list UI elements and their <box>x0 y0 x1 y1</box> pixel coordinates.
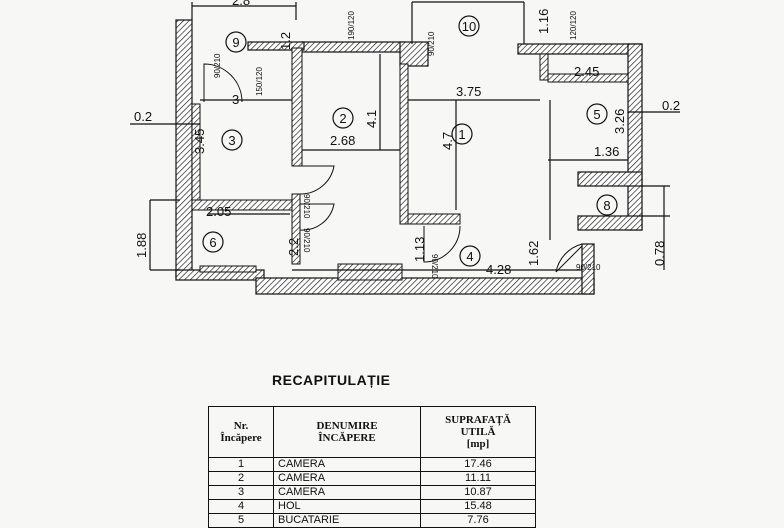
room-2-marker <box>332 107 354 129</box>
room-9-number: 9 <box>232 35 239 50</box>
room-2-number: 2 <box>339 111 346 126</box>
row-name: BUCATARIE <box>273 513 421 528</box>
dim-2-2: 2.2 <box>286 238 301 256</box>
header-area: SUPRAFAȚĂ UTILĂ [mp] <box>420 406 536 458</box>
dim-1-16: 1.16 <box>536 9 551 34</box>
interior-walls <box>191 47 629 281</box>
dim-3-26: 3.26 <box>612 109 627 134</box>
dim-2-45: 2.45 <box>574 64 599 79</box>
opening-120-120: 120/120 <box>569 11 578 40</box>
door-90-210-room9: 90/210 <box>213 53 222 78</box>
table-row: 2 CAMERA 11.11 <box>208 471 536 486</box>
dim-0-78: 0.78 <box>652 241 667 266</box>
room-9-marker <box>225 31 247 53</box>
header-name: DENUMIRE ÎNCĂPERE <box>273 406 421 458</box>
room-6-marker <box>202 231 224 253</box>
row-area: 7.76 <box>420 513 536 528</box>
row-area: 10.87 <box>420 485 536 500</box>
exterior-walls <box>175 19 643 295</box>
dim-2-8: 2.8 <box>232 0 250 8</box>
row-nr: 2 <box>208 471 274 486</box>
row-name: CAMERA <box>273 485 421 500</box>
room-1-number: 1 <box>458 127 465 142</box>
row-nr: 4 <box>208 499 274 514</box>
room-3-number: 3 <box>228 133 235 148</box>
recap-header-row: Nr. Încăpere DENUMIRE ÎNCĂPERE SUPRAFAȚĂ… <box>208 406 536 458</box>
dim-3-75: 3.75 <box>456 84 481 99</box>
room-5-marker <box>586 103 608 125</box>
room-3-marker <box>221 129 243 151</box>
door-90-210-b: 90/210 <box>302 228 311 253</box>
table-row: 5 BUCATARIE 7.76 <box>208 513 536 528</box>
dim-4-28: 4.28 <box>486 262 511 277</box>
room-10-marker <box>458 15 480 37</box>
row-name: CAMERA <box>273 471 421 486</box>
row-name: HOL <box>273 499 421 514</box>
dim-2-05: 2.05 <box>206 204 231 219</box>
room-6-number: 6 <box>209 235 216 250</box>
room-4-number: 4 <box>466 249 473 264</box>
room-10-number: 10 <box>462 19 476 34</box>
door-90-210-c: 90/210 <box>430 254 439 279</box>
door-swings <box>203 63 583 273</box>
opening-190-120: 190/120 <box>347 11 356 40</box>
opening-150-120: 150/120 <box>255 67 264 96</box>
dim-4-7: 4.7 <box>440 132 455 150</box>
recap-title: RECAPITULAȚIE <box>272 372 391 388</box>
row-nr: 3 <box>208 485 274 500</box>
dim-3-45: 3.45 <box>192 129 207 154</box>
opening-90-210-top: 90/210 <box>427 31 436 56</box>
door-90-210-a: 90/210 <box>302 194 311 219</box>
dim-0-2-right: 0.2 <box>662 98 680 113</box>
table-row: 3 CAMERA 10.87 <box>208 485 536 500</box>
row-area: 15.48 <box>420 499 536 514</box>
header-nr: Nr. Încăpere <box>208 406 274 458</box>
dim-4-1: 4.1 <box>364 110 379 128</box>
room-5-number: 5 <box>593 107 600 122</box>
dim-0-2-left: 0.2 <box>134 109 152 124</box>
room-labels <box>202 15 618 267</box>
door-90-210-d: 90/210 <box>576 263 601 272</box>
room-8-marker <box>596 194 618 216</box>
dim-1-2: 1.2 <box>278 32 293 50</box>
room-1-marker <box>451 123 473 145</box>
row-area: 17.46 <box>420 457 536 472</box>
room-8-number: 8 <box>603 198 610 213</box>
row-nr: 1 <box>208 457 274 472</box>
outline-lines <box>130 1 680 271</box>
dim-3: 3 <box>232 92 239 107</box>
dim-1-13: 1.13 <box>412 237 427 262</box>
dim-1-88: 1.88 <box>134 233 149 258</box>
row-area: 11.11 <box>420 471 536 486</box>
room-4-marker <box>459 245 481 267</box>
dim-1-36: 1.36 <box>594 144 619 159</box>
dim-1-62: 1.62 <box>526 241 541 266</box>
dim-2-68: 2.68 <box>330 133 355 148</box>
table-row: 4 HOL 15.48 <box>208 499 536 514</box>
row-nr: 5 <box>208 513 274 528</box>
table-row: 1 CAMERA 17.46 <box>208 457 536 472</box>
recap-table: Nr. Încăpere DENUMIRE ÎNCĂPERE SUPRAFAȚĂ… <box>208 406 536 528</box>
row-name: CAMERA <box>273 457 421 472</box>
